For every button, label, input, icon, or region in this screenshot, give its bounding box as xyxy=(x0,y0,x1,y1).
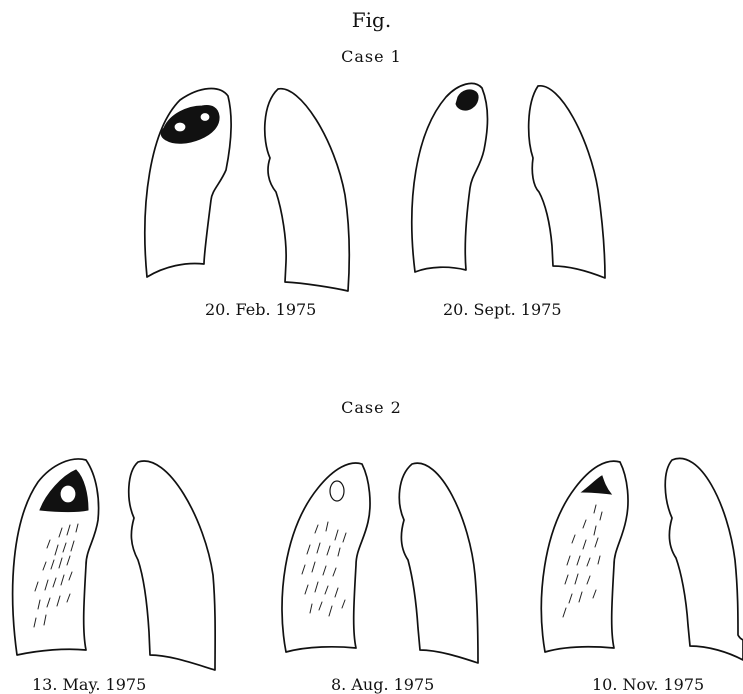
left-lung-outline xyxy=(665,458,743,660)
lung-pair-case2-nov xyxy=(541,458,743,660)
cavity-hole-1 xyxy=(174,122,186,132)
infiltration-streaks xyxy=(34,524,78,627)
healed-lesion xyxy=(456,90,478,110)
right-lung-outline xyxy=(282,463,370,652)
lung-pair-case1-sept xyxy=(412,83,605,278)
left-lung-outline xyxy=(399,463,478,663)
infiltration-streaks xyxy=(563,505,602,617)
right-lung-outline xyxy=(412,83,488,272)
left-lung-outline xyxy=(529,86,605,278)
lung-pair-case2-may xyxy=(13,459,216,670)
infiltration-streaks xyxy=(302,522,346,616)
residual-lesion xyxy=(582,476,611,494)
lung-pair-case1-feb xyxy=(145,89,349,291)
lung-pair-case2-aug xyxy=(282,463,478,663)
cavity-hole xyxy=(60,485,76,503)
cavity-hole-2 xyxy=(200,113,210,122)
healed-cavity-outline xyxy=(330,481,344,501)
left-lung-outline xyxy=(265,89,350,291)
left-lung-outline xyxy=(129,461,215,670)
cavity-lesion xyxy=(161,105,219,143)
